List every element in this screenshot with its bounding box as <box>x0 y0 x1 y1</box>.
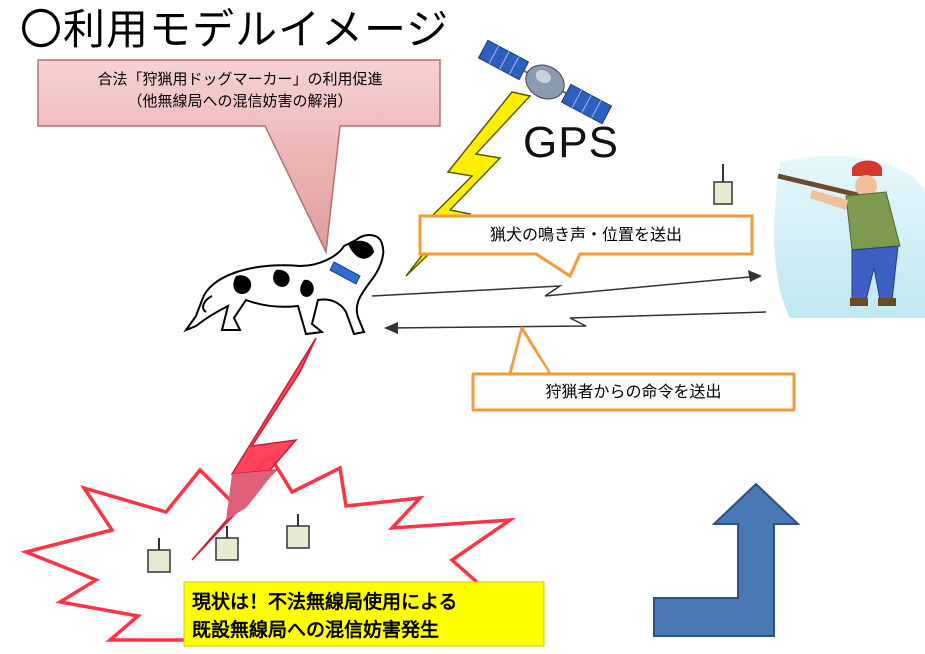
command-arrow-to-dog <box>387 311 767 329</box>
legal-callout-text: 合法「狩猟用ドッグマーカー」の利用促進 （他無線局への混信妨害の解消） <box>44 68 436 112</box>
receiver-antenna-icon <box>713 164 733 205</box>
satellite-icon <box>477 39 613 125</box>
hunter-command-callout <box>471 326 796 412</box>
current-situation-line1: 現状は！不法無線局使用による <box>192 591 458 613</box>
dog-signal-text: 猟犬の鳴き声・位置を送出 <box>489 225 682 244</box>
legal-callout-line2: （他無線局への混信妨害の解消） <box>127 92 353 110</box>
legal-callout-box <box>37 59 441 255</box>
hunting-dog-icon <box>183 234 385 336</box>
gps-label: GPS <box>523 118 619 167</box>
hunter-icon <box>777 160 901 306</box>
transmitter-antenna-icon <box>147 538 171 573</box>
page-title: 〇利用モデルイメージ <box>20 5 450 54</box>
transmitter-antenna-icon <box>286 514 310 549</box>
dog-signal-callout <box>418 214 754 279</box>
legal-callout-line1: 合法「狩猟用ドッグマーカー」の利用促進 <box>97 70 383 88</box>
transmitter-antenna-icon <box>215 526 239 561</box>
current-situation-line2: 既設無線局への混信妨害発生 <box>192 619 440 641</box>
hunter-command-text: 狩猟者からの命令を送出 <box>545 382 722 401</box>
current-situation-note-box <box>183 581 545 647</box>
signal-arrow-to-hunter <box>371 275 761 297</box>
transition-arrow <box>653 482 801 637</box>
current-situation-note-text: 現状は！不法無線局使用による 既設無線局への混信妨害発生 <box>192 588 542 644</box>
